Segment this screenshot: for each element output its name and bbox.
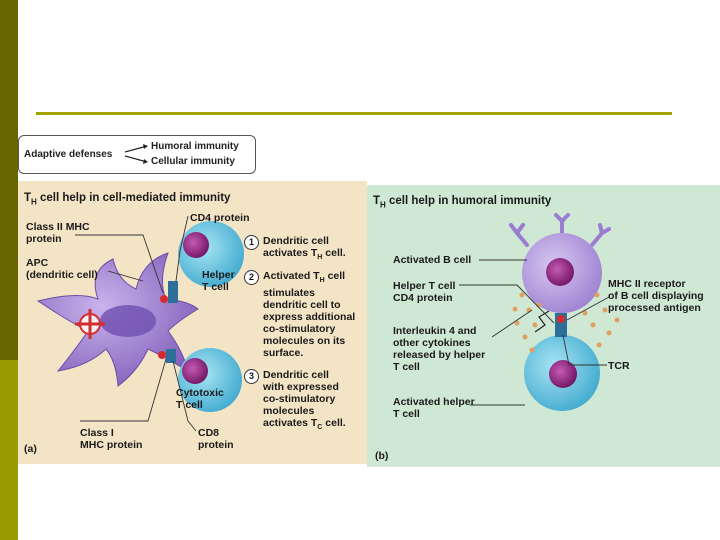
panel-a-caption: (a) <box>24 443 37 455</box>
step-1-text: Dendritic cell activates TH cell. <box>263 235 346 262</box>
legend-adaptive-defenses: Adaptive defenses <box>24 149 113 160</box>
step-2-text: Activated TH cell stimulates dendritic c… <box>263 270 356 360</box>
helper-t-cell-nucleus <box>549 360 577 388</box>
label-tcr: TCR <box>608 360 630 372</box>
panel-b-caption: (b) <box>375 450 389 462</box>
label-activated-b-cell: Activated B cell <box>393 254 472 266</box>
sidebar-light-bar <box>0 360 18 540</box>
dendritic-nucleus <box>100 305 156 337</box>
cd4-stalk <box>168 281 178 303</box>
step-2-marker: 2 <box>244 270 259 285</box>
b-cell-receptors <box>509 213 611 247</box>
panel-a-illustration <box>36 215 244 432</box>
helper-t-nucleus <box>183 232 209 258</box>
panel-a-cell-mediated: TH cell help in cell-mediated immunity C… <box>18 181 367 464</box>
title-underline <box>36 112 672 115</box>
panel-b-illustration <box>459 213 620 411</box>
legend-humoral: Humoral immunity <box>151 141 239 152</box>
panel-a-title: TH cell help in cell-mediated immunity <box>24 192 231 207</box>
panel-b-title: TH cell help in humoral immunity <box>373 195 552 210</box>
label-apc: APC(dendritic cell) <box>26 257 98 281</box>
adaptive-defenses-legend: Adaptive defenses Humoral immunity Cellu… <box>18 135 256 174</box>
step-1-marker: 1 <box>244 235 259 250</box>
step-3-text: Dendritic cell with expressed co-stimula… <box>263 369 346 432</box>
sidebar-dark-bar <box>0 0 18 360</box>
b-cell-nucleus <box>546 258 574 286</box>
panel-b-humoral: TH cell help in humoral immunity Activat… <box>367 185 720 467</box>
cd8-stalk <box>166 349 176 363</box>
legend-cellular: Cellular immunity <box>151 156 235 167</box>
mhc-ii-antigen <box>557 315 565 323</box>
label-cd4-protein: CD4 protein <box>190 212 250 224</box>
cytokine-dots <box>512 292 620 353</box>
cytotoxic-t-nucleus <box>182 358 208 384</box>
step-3-marker: 3 <box>244 369 259 384</box>
legend-arrows <box>124 144 148 164</box>
